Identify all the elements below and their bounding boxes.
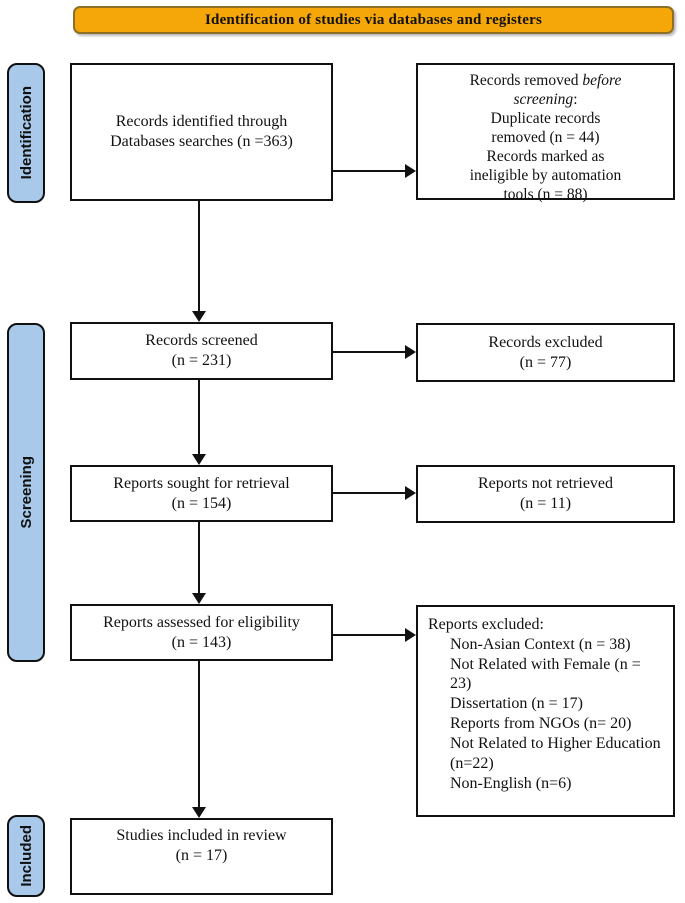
box-studies-included: Studies included in review (n = 17) [70,818,333,895]
exclusion-reason: Not Related to Higher Education (n=22) [450,734,661,772]
automation-tools-line1: Records marked as [486,148,605,166]
box-records-identified-line1: Records identified through [115,113,288,131]
exclusion-reason: Dissertation (n = 17) [450,695,583,713]
exclusion-reason: Non-English (n=6) [450,774,572,792]
duplicate-records-line1: Duplicate records [490,110,601,128]
automation-tools-line3: tools (n = 88) [503,186,588,204]
stage-label-included-text: Included [17,825,35,887]
box-records-screened-line1: Records screened [145,332,258,350]
stage-label-identification-text: Identification [17,86,35,180]
box-reports-not-retrieved-line2: (n = 11) [519,495,572,512]
box-reports-sought-line2: (n = 154) [171,494,232,512]
box-reports-assessed-line1: Reports assessed for eligibility [103,613,300,631]
exclusion-reason: Non-Asian Context (n = 38) [450,635,631,653]
arrow-line-assessed-to-reports-excluded [333,634,407,636]
box-reports-not-retrieved-line1: Reports not retrieved [477,475,614,493]
arrow-line-sought-to-not-retrieved [333,492,407,494]
box-reports-not-retrieved: Reports not retrieved (n = 11) [416,465,675,523]
box-records-removed-line2: screening: [514,90,578,109]
box-records-excluded-line1: Records excluded [488,333,603,351]
box-records-removed: Records removed before screening: Duplic… [416,63,675,203]
arrow-line-screened-to-sought [198,380,200,456]
automation-tools-line2: ineligible by automation [469,167,622,185]
box-reports-sought-line1: Reports sought for retrieval [113,474,290,492]
stage-label-identification: Identification [7,63,45,203]
box-reports-assessed: Reports assessed for eligibility (n = 14… [70,604,333,661]
banner-title-text: Identification of studies via databases … [204,11,542,28]
box-records-identified-line2: Databases searches (n =363) [110,133,293,150]
stage-label-included: Included [7,815,45,897]
records-removed-screening-italic: screening [513,91,574,109]
box-records-excluded: Records excluded (n = 77) [416,323,675,382]
stage-label-screening: Screening [7,323,45,662]
records-removed-prefix: Records removed [469,72,583,89]
box-records-removed-line1: Records removed before [470,71,622,90]
box-reports-excluded: Reports excluded: Non-Asian Context (n =… [416,605,675,817]
arrow-line-identified-to-screened [198,201,200,313]
box-reports-excluded-heading: Reports excluded: [428,616,544,633]
box-reports-sought: Reports sought for retrieval (n = 154) [70,465,333,522]
arrow-line-sought-to-assessed [198,522,200,595]
arrow-down-icon [192,311,206,322]
box-records-identified: Records identified through Databases sea… [70,63,333,201]
box-studies-included-line2: (n = 17) [175,846,228,864]
banner-title: Identification of studies via databases … [73,6,674,34]
arrow-down-icon [192,807,206,818]
exclusion-reason: Reports from NGOs (n= 20) [450,715,632,733]
arrow-down-icon [192,593,206,604]
records-removed-colon: : [573,91,578,109]
box-records-screened: Records screened (n = 231) [70,322,333,380]
exclusion-reason: Not Related with Female (n = 23) [450,655,641,693]
arrow-right-icon [405,628,416,642]
arrow-down-icon [192,454,206,465]
records-removed-before-italic: before [582,72,622,89]
arrow-right-icon [405,164,416,178]
arrow-right-icon [405,345,416,359]
stage-label-screening-text: Screening [17,456,35,529]
duplicate-records-line2: removed (n = 44) [491,129,600,147]
box-studies-included-line1: Studies included in review [116,827,287,844]
arrow-right-icon [405,486,416,500]
box-reports-assessed-line2: (n = 143) [171,633,232,651]
arrow-line-screened-to-excluded [333,351,407,353]
box-records-screened-line2: (n = 231) [171,352,232,369]
box-records-excluded-line2: (n = 77) [519,353,572,371]
arrow-line-identified-to-removed [333,170,407,172]
arrow-line-assessed-to-included [198,661,200,809]
